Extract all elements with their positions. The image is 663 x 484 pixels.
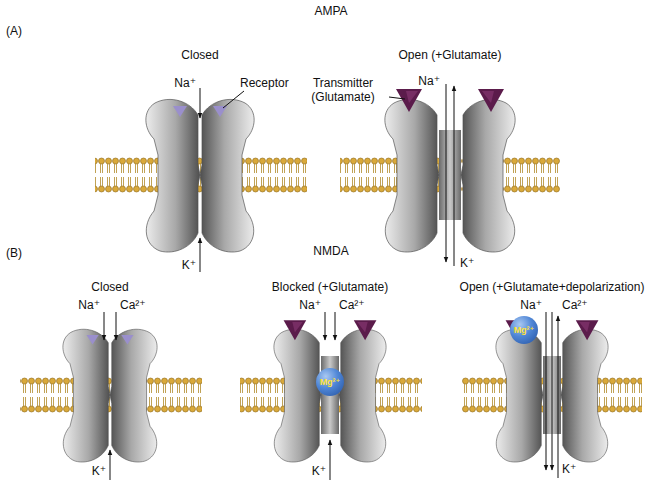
- panel-title: NMDA: [313, 244, 348, 258]
- receptor-label: Receptor: [240, 76, 289, 90]
- ion-label: K⁺: [92, 464, 106, 478]
- ion-label: Na⁺: [78, 298, 100, 312]
- state-title: Open (+Glutamate+depolarization): [460, 280, 645, 294]
- ion-label: Ca²⁺: [120, 298, 146, 312]
- ion-label: Ca²⁺: [339, 298, 365, 312]
- ion-symbol: Mg²⁺: [320, 377, 341, 387]
- ion-label: K⁺: [562, 462, 576, 476]
- state-title: Closed: [91, 280, 128, 294]
- ion-label: Ca²⁺: [562, 298, 588, 312]
- ion-label: Na⁺: [299, 298, 321, 312]
- panel-letter: (B): [6, 246, 22, 260]
- panel-title: AMPA: [314, 4, 347, 18]
- state-title: Open (+Glutamate): [398, 48, 501, 62]
- ion-label: K⁺: [312, 464, 326, 478]
- ion-label: Na⁺: [418, 74, 440, 88]
- state-title: Closed: [181, 48, 218, 62]
- transmitter-label: Transmitter (Glutamate): [300, 76, 386, 104]
- ion-label: Na⁺: [520, 298, 542, 312]
- panel-letter: (A): [6, 24, 22, 38]
- ion-symbol: Mg²⁺: [514, 325, 535, 335]
- state-title: Blocked (+Glutamate): [272, 280, 388, 294]
- ion-label: K⁺: [182, 258, 196, 272]
- ion-label: Na⁺: [174, 76, 196, 90]
- ion-label: K⁺: [460, 256, 474, 270]
